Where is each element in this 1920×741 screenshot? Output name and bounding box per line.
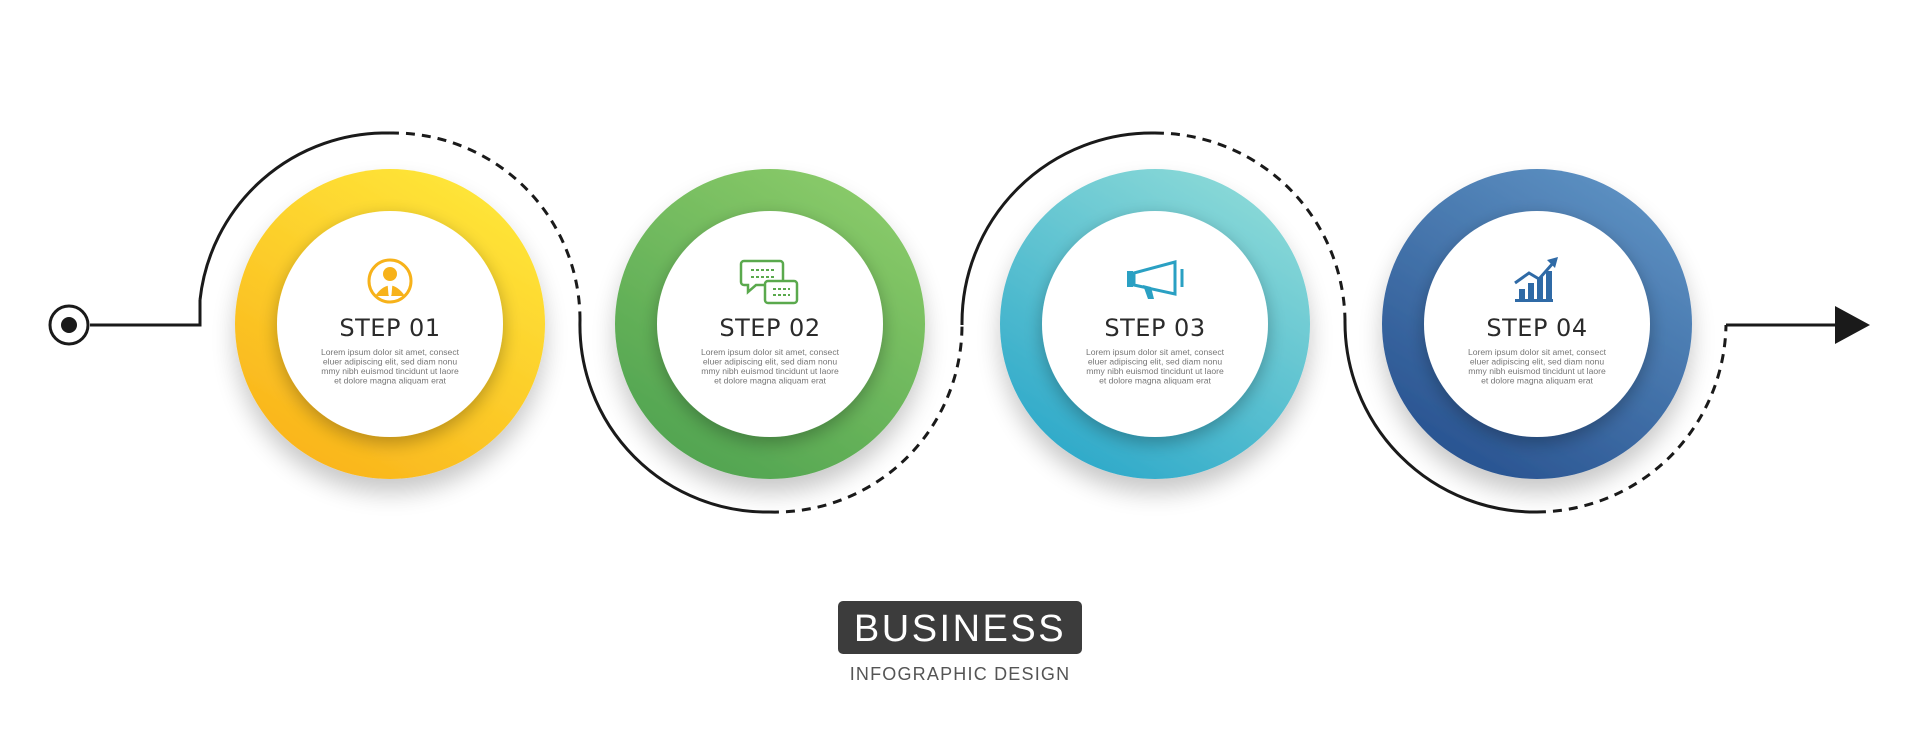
icon-tie [387, 283, 393, 298]
step-inner-disc [277, 211, 503, 437]
icon-head [383, 267, 397, 281]
icon-handle [1127, 271, 1133, 287]
step-body-line: et dolore magna aliquam erat [1481, 376, 1593, 386]
start-line [90, 300, 202, 327]
step-body-line: Lorem ipsum dolor sit amet, consect [1086, 347, 1225, 357]
step-body-line: Lorem ipsum dolor sit amet, consect [701, 347, 840, 357]
icon-bar [1546, 271, 1552, 299]
badge-background [838, 601, 1082, 654]
icon-bubble-front [763, 279, 799, 305]
icon-trend [1514, 261, 1556, 285]
step-body-line: et dolore magna aliquam erat [334, 376, 446, 386]
end-arrow-icon [1835, 306, 1870, 344]
step-body-line: et dolore magna aliquam erat [1099, 376, 1211, 386]
step-title: STEP 03 [1104, 314, 1205, 342]
connector-path [90, 131, 1840, 514]
growth-chart-icon [1514, 257, 1558, 302]
arc-3-solid [960, 131, 1156, 326]
icon-grip [1143, 285, 1154, 299]
step-title: STEP 02 [719, 314, 820, 342]
step-body-line: mmy nibh euismod tincidunt ut laore [1086, 366, 1224, 376]
step-inner-disc [1042, 211, 1268, 437]
step-2: STEP 02 Lorem ipsum dolor sit amet, conse… [615, 169, 925, 479]
icon-bar [1537, 277, 1543, 299]
arc-2-dashed [769, 324, 964, 514]
megaphone-icon [1127, 260, 1184, 299]
icon-arrowhead [1547, 257, 1558, 268]
arc-3-dashed [1154, 131, 1347, 321]
badge-subtitle: INFOGRAPHIC DESIGN [850, 664, 1071, 684]
icon-outline [367, 258, 413, 304]
step-body-line: Lorem ipsum dolor sit amet, consect [321, 347, 460, 357]
step-3: STEP 03 Lorem ipsum dolor sit amet, conse… [1000, 169, 1310, 479]
arc-1-solid [198, 131, 391, 301]
arc-2-solid [578, 319, 771, 514]
step-body-line: et dolore magna aliquam erat [714, 376, 826, 386]
arc-1-dashed [389, 131, 582, 321]
badge-title: BUSINESS [854, 608, 1066, 650]
step-body-line: Lorem ipsum dolor sit amet, consect [1468, 347, 1607, 357]
step-body-line: eluer adipiscing elit, sed diam nonu [1470, 357, 1604, 367]
businessman-icon [367, 258, 413, 304]
chat-bubbles-icon [739, 259, 799, 305]
start-marker-dot [61, 317, 77, 333]
step-body-line: mmy nibh euismod tincidunt ut laore [321, 366, 459, 376]
step-body-line: eluer adipiscing elit, sed diam nonu [1088, 357, 1222, 367]
step-body-line: mmy nibh euismod tincidunt ut laore [701, 366, 839, 376]
icon-horn [1132, 260, 1177, 296]
start-marker [48, 304, 90, 346]
icon-baseline [1515, 299, 1553, 302]
icon-bar [1528, 283, 1534, 299]
step-body-line: eluer adipiscing elit, sed diam nonu [703, 357, 837, 367]
arc-4-solid [1343, 319, 1538, 514]
step-body-line: mmy nibh euismod tincidunt ut laore [1468, 366, 1606, 376]
step-4: STEP 04 Lorem ipsum dolor sit amet, conse… [1382, 169, 1692, 479]
arc-4-dashed [1536, 324, 1728, 514]
step-body-line: eluer adipiscing elit, sed diam nonu [323, 357, 457, 367]
step-inner-disc [657, 211, 883, 437]
step-title: STEP 04 [1486, 314, 1587, 342]
business-badge: BUSINESS INFOGRAPHIC DESIGN [838, 601, 1082, 684]
step-1: STEP 01 Lorem ipsum dolor sit amet, conse… [235, 169, 545, 479]
step-inner-disc [1424, 211, 1650, 437]
steps-layer: STEP 01 Lorem ipsum dolor sit amet, conse… [235, 169, 1692, 479]
step-title: STEP 01 [339, 314, 440, 342]
icon-bar [1519, 289, 1525, 299]
